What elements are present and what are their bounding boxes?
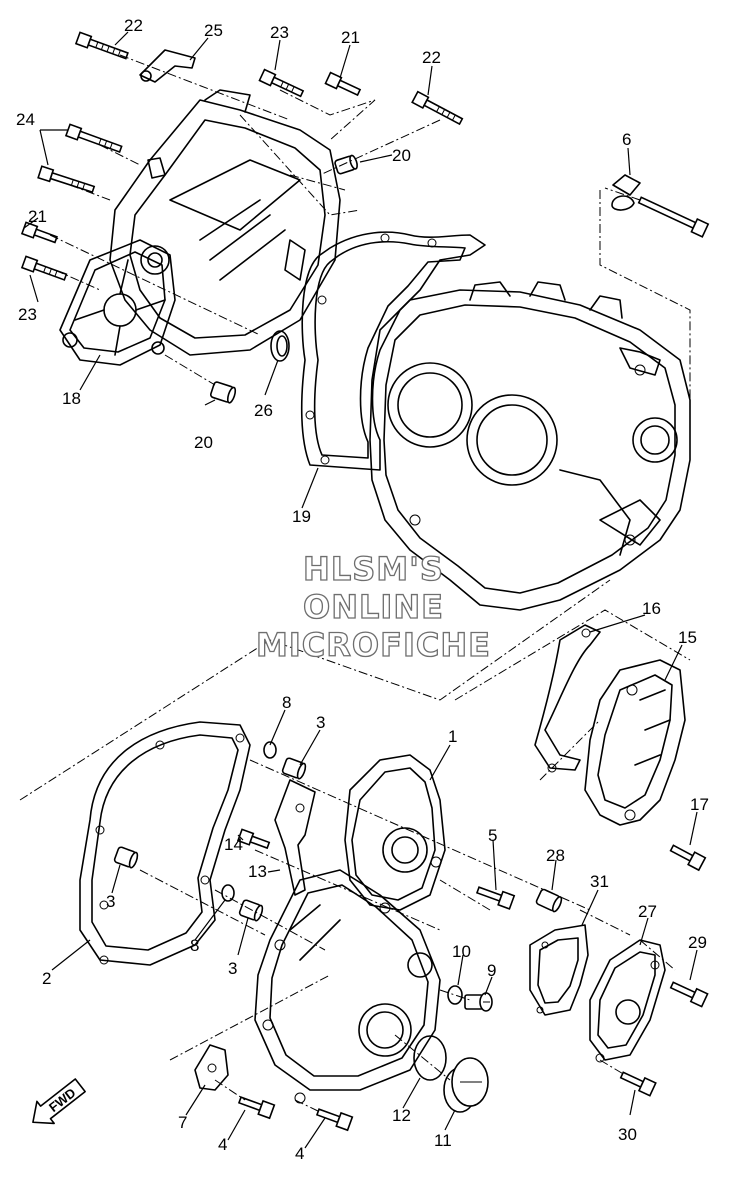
bolts-lower [236, 828, 709, 1132]
stator-cover [254, 869, 441, 1104]
bolts-upper [20, 31, 710, 872]
callout-12: 12 [392, 1106, 411, 1125]
callout-25: 25 [204, 21, 223, 40]
watermark-line-2: ONLINE [302, 587, 444, 626]
leader-lines [23, 31, 698, 1149]
plug-9 [464, 992, 493, 1012]
gasket-2 [79, 721, 251, 966]
callout-8a: 8 [282, 693, 291, 712]
callout-6: 6 [622, 130, 631, 149]
callout-7: 7 [178, 1113, 187, 1132]
callout-29: 29 [688, 933, 707, 952]
callout-14: 14 [224, 835, 243, 854]
callout-22a: 22 [124, 16, 143, 35]
callout-19: 19 [292, 507, 311, 526]
cover-15 [584, 659, 686, 826]
callout-8b: 8 [190, 936, 199, 955]
forward-direction-arrow: FWD [32, 1078, 86, 1125]
callout-20b: 20 [194, 433, 213, 452]
callout-13: 13 [248, 862, 267, 881]
assembly-axes [19, 54, 691, 1113]
stator-cover-18 [59, 239, 176, 366]
dowel-pins-20 [209, 154, 358, 404]
bracket-25 [139, 49, 196, 83]
callout-5: 5 [488, 826, 497, 845]
gasket-31 [529, 924, 589, 1016]
gasket-19 [300, 231, 486, 471]
clamp-7 [194, 1044, 229, 1091]
crankcase [369, 281, 691, 611]
watermark-line-1: HLSM'S [302, 549, 444, 588]
gasket-16 [534, 624, 601, 773]
oil-seal-26 [270, 330, 290, 362]
crankcase-cover-1 [344, 754, 446, 914]
callout-17: 17 [690, 795, 709, 814]
callout-4b: 4 [295, 1144, 304, 1163]
callout-22b: 22 [422, 48, 441, 67]
callout-20a: 20 [392, 146, 411, 165]
callout-21a: 21 [341, 28, 360, 47]
callout-15: 15 [678, 628, 697, 647]
callout-labels: 22 25 23 21 22 20 24 21 23 18 26 20 6 19… [16, 16, 709, 1163]
bracket-13 [274, 779, 316, 896]
washer-6 [611, 174, 641, 211]
callout-1: 1 [448, 727, 457, 746]
callout-3c: 3 [228, 959, 237, 978]
plug-11 [443, 1057, 489, 1113]
callout-3b: 3 [106, 892, 115, 911]
callout-28: 28 [546, 846, 565, 865]
callout-9: 9 [487, 961, 496, 980]
dowels-lower [113, 757, 563, 922]
watermark-line-3: MICROFICHE [255, 625, 491, 664]
callout-16: 16 [642, 599, 661, 618]
callout-30: 30 [618, 1125, 637, 1144]
callout-18: 18 [62, 389, 81, 408]
callout-27: 27 [638, 902, 657, 921]
callout-24: 24 [16, 110, 35, 129]
callout-3a: 3 [316, 713, 325, 732]
callout-23b: 23 [18, 305, 37, 324]
callout-26: 26 [254, 401, 273, 420]
o-rings-lower [221, 741, 463, 1081]
callout-11: 11 [434, 1131, 452, 1150]
water-pump-cover-27 [589, 939, 666, 1063]
callout-31: 31 [590, 872, 609, 891]
callout-2: 2 [42, 969, 51, 988]
callout-23a: 23 [270, 23, 289, 42]
callout-10: 10 [452, 942, 471, 961]
callout-21b: 21 [28, 207, 47, 226]
clutch-cover-upper [109, 89, 341, 356]
callout-4a: 4 [218, 1135, 227, 1154]
